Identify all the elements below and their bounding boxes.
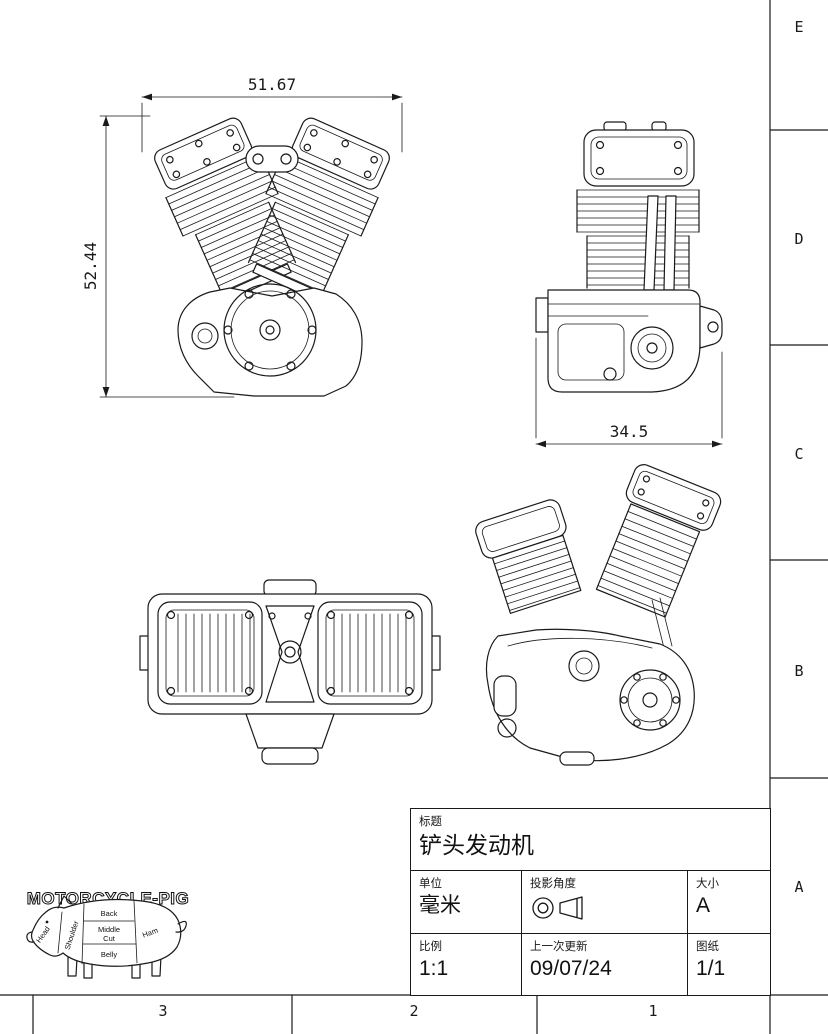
front-width-dimension: 51.67 xyxy=(141,75,403,153)
size-value: A xyxy=(696,894,711,918)
updated-cell: 上一次更新 09/07/24 xyxy=(521,933,687,995)
dimension-label-height: 52.44 xyxy=(81,242,100,290)
updated-value: 09/07/24 xyxy=(530,956,612,980)
dimension-label-depth: 34.5 xyxy=(610,422,649,441)
title-block: 标题 铲头发动机 单位 毫米 投影角度 大小 A 比例 1:1 上一次更新 xyxy=(410,808,771,996)
pig-outline xyxy=(26,895,187,979)
pig-cut-belly: Belly xyxy=(101,950,118,959)
size-cell: 大小 A xyxy=(687,871,770,933)
unit-cell: 单位 毫米 xyxy=(411,871,521,932)
projection-cell: 投影角度 xyxy=(521,871,687,933)
title-cell: 标题 铲头发动机 xyxy=(411,809,770,870)
zone-row-label-c: C xyxy=(794,445,804,463)
zone-row-label-d: D xyxy=(794,230,804,248)
unit-value: 毫米 xyxy=(419,894,461,918)
title-label: 标题 xyxy=(419,816,442,828)
zone-col-label-3: 3 xyxy=(158,1002,168,1020)
crankcase-front xyxy=(177,287,363,397)
scale-value: 1:1 xyxy=(419,956,449,980)
isometric-view xyxy=(475,464,722,766)
top-motor-mount xyxy=(245,145,299,173)
zone-col-label-1: 1 xyxy=(648,1002,658,1020)
top-view xyxy=(139,579,441,765)
zone-row-label-b: B xyxy=(794,662,804,680)
pushrod-tube xyxy=(663,195,677,291)
rocker-cover-side xyxy=(583,129,695,187)
unit-label: 单位 xyxy=(419,878,442,891)
pig-cut-back: Back xyxy=(101,909,118,918)
size-label: 大小 xyxy=(696,878,719,891)
pig-cut-middle-2: Cut xyxy=(103,934,116,943)
zone-row-label-a: A xyxy=(794,878,804,896)
pushrod-tube xyxy=(643,195,659,291)
scale-cell: 比例 1:1 xyxy=(411,934,521,995)
zone-row-label-e: E xyxy=(794,18,804,36)
drawing-title: 铲头发动机 xyxy=(419,832,534,858)
updated-label: 上一次更新 xyxy=(530,940,588,953)
pig-cut-middle: Middle xyxy=(98,925,120,934)
brand-logo: MOTORCYCLE-PIG Head Shoulder Back Middle… xyxy=(26,889,189,979)
side-view xyxy=(535,121,723,393)
sheet-label: 图纸 xyxy=(696,940,719,953)
sheet-value: 1/1 xyxy=(696,956,726,980)
first-angle-projection-icon xyxy=(532,896,583,920)
zone-col-label-2: 2 xyxy=(409,1002,419,1020)
side-width-dimension: 34.5 xyxy=(535,337,723,448)
scale-label: 比例 xyxy=(419,940,442,953)
projection-label: 投影角度 xyxy=(530,878,576,891)
crankcase-isometric xyxy=(485,628,695,762)
front-height-dimension: 52.44 xyxy=(81,115,235,398)
sheet-cell: 图纸 1/1 xyxy=(687,933,770,995)
front-view xyxy=(146,112,398,397)
dimension-label-width: 51.67 xyxy=(248,75,296,94)
